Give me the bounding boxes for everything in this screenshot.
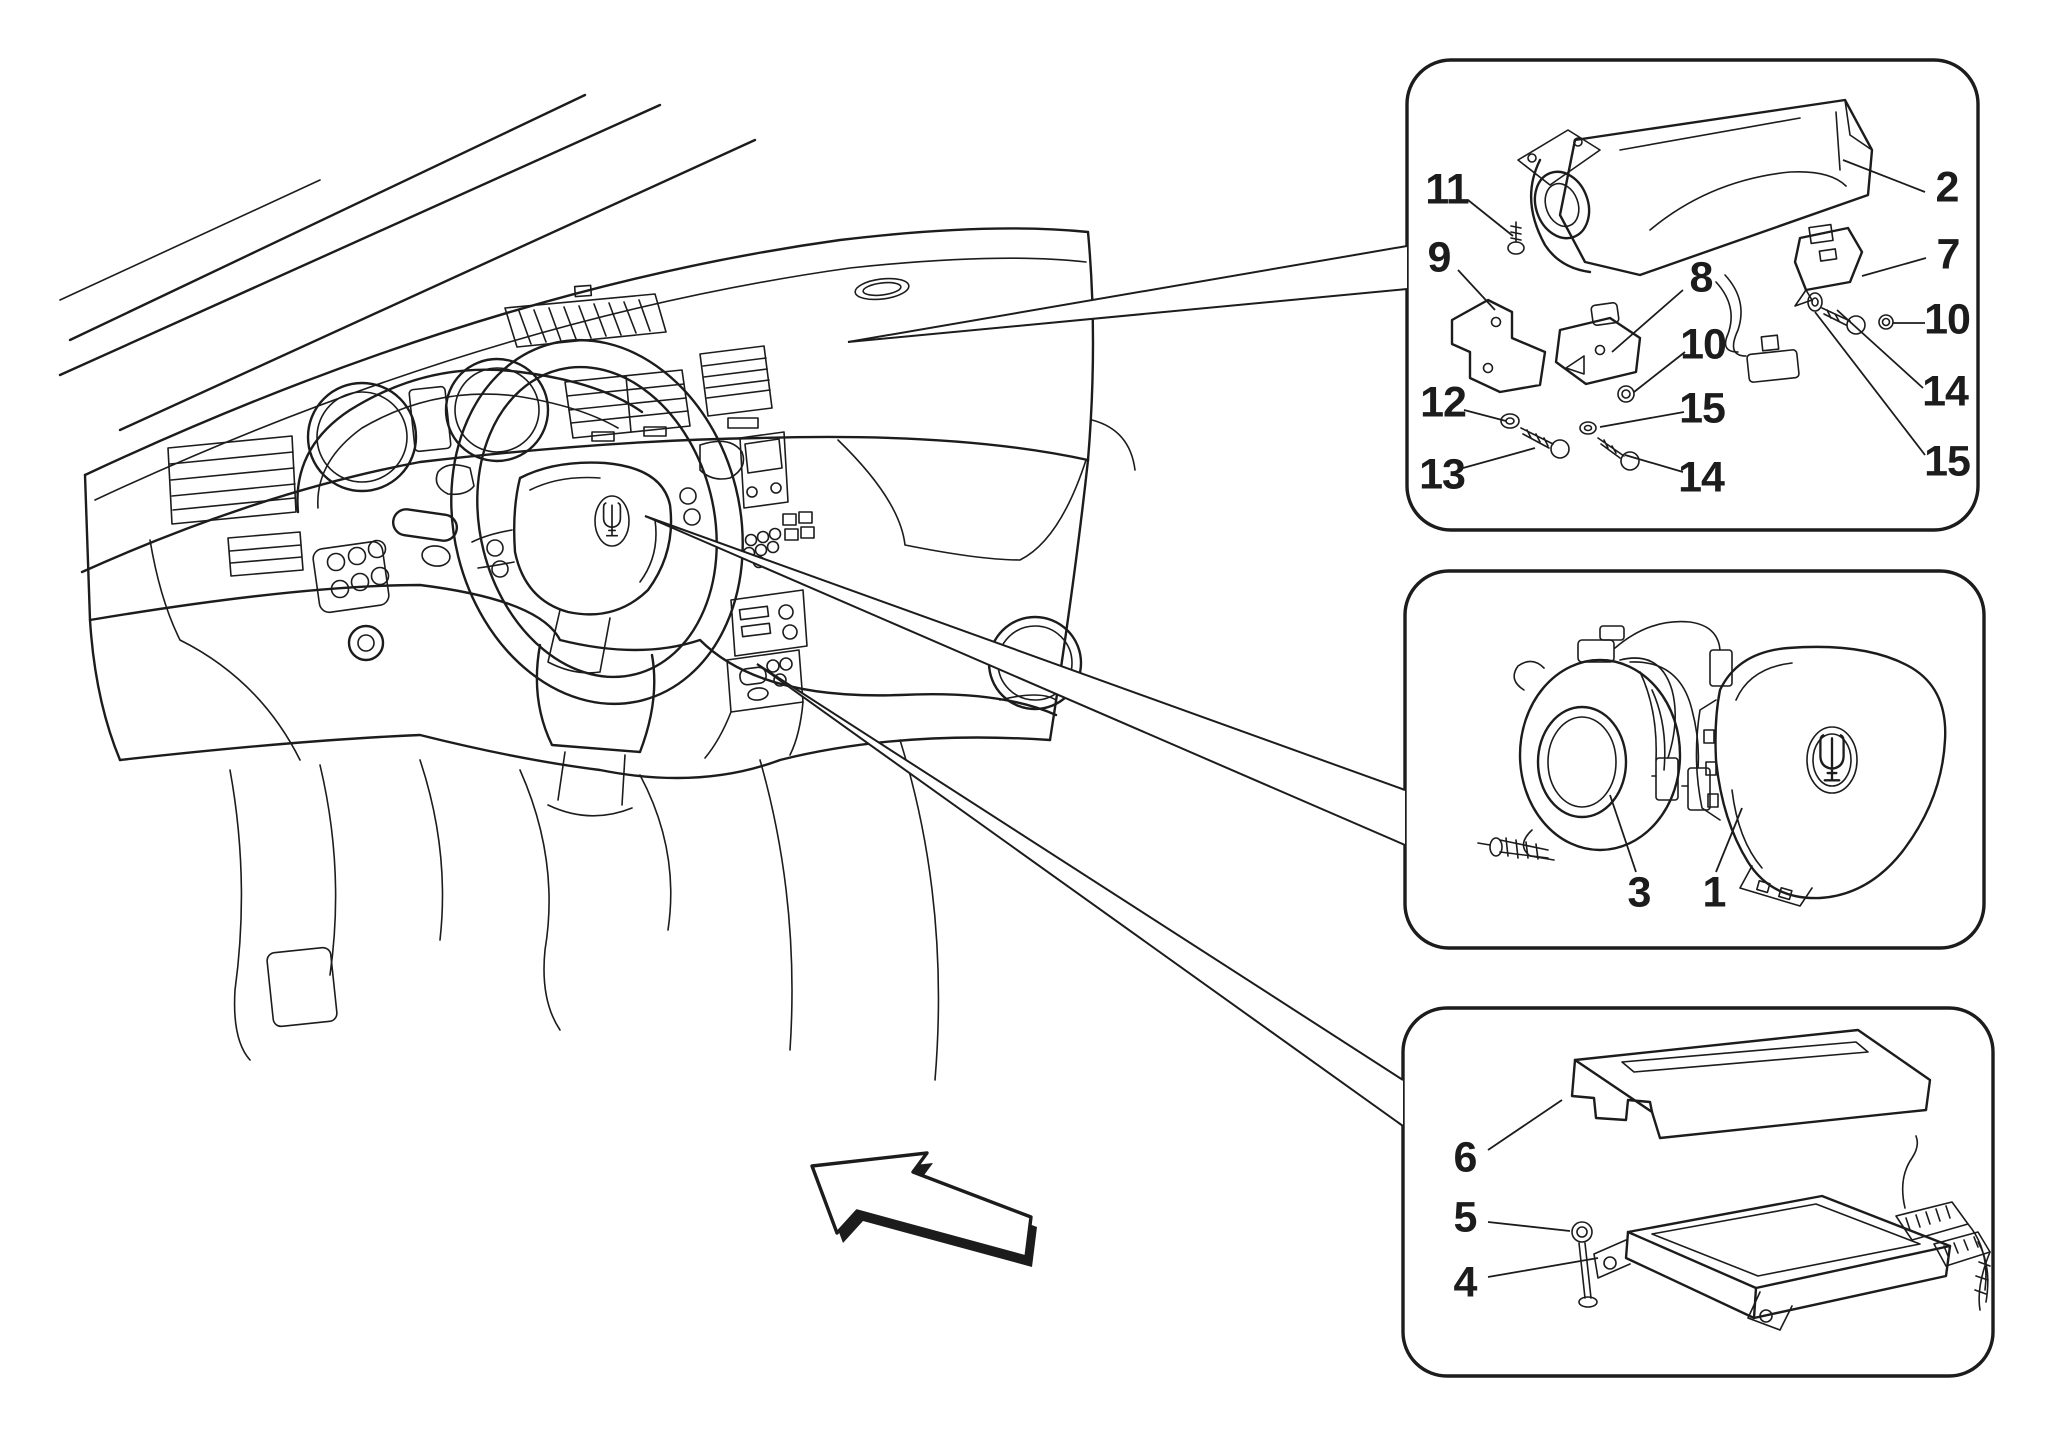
passenger-airbag-art — [1450, 98, 1927, 473]
glovebox-door — [837, 419, 1136, 711]
leader-wedges — [644, 245, 1408, 1127]
callout-11: 11 — [1425, 165, 1469, 214]
callout-5: 5 — [1453, 1193, 1478, 1242]
callout-8: 8 — [1689, 253, 1714, 302]
callout-9: 9 — [1427, 233, 1452, 282]
callout-1: 1 — [1702, 868, 1727, 917]
center-stack — [564, 369, 815, 759]
callout-7: 7 — [1936, 230, 1961, 279]
driver-airbag-art — [1477, 620, 1947, 907]
panel-driver-airbag — [1403, 569, 1986, 950]
callout-2: 2 — [1935, 163, 1960, 212]
defroster-grille — [504, 284, 667, 348]
dash-speaker-oval — [854, 277, 910, 301]
callout-14: 14 — [1678, 453, 1725, 502]
panel-ecu — [1401, 1006, 1995, 1378]
callout-6: 6 — [1453, 1133, 1478, 1182]
windshield-lines — [58, 93, 1090, 501]
callout-15: 15 — [1924, 437, 1971, 486]
arrow-left-3d-icon — [810, 1151, 1037, 1267]
callout-4: 4 — [1453, 1258, 1478, 1307]
callout-10: 10 — [1924, 295, 1971, 344]
dash-speaker-oval-inner — [862, 281, 902, 297]
callout-15: 15 — [1679, 384, 1726, 433]
dashboard-sketch — [58, 93, 1136, 1081]
callout-10: 10 — [1680, 320, 1727, 369]
passenger-side-vent — [699, 345, 773, 429]
instrument-cluster — [296, 357, 644, 514]
panel-passenger-airbag — [1405, 58, 1980, 532]
steering-wheel — [435, 338, 745, 706]
callout-3: 3 — [1627, 868, 1652, 917]
column-switches — [312, 508, 459, 662]
callout-14: 14 — [1922, 367, 1969, 416]
callout-13: 13 — [1419, 450, 1466, 499]
driver-side-vent — [167, 435, 304, 577]
lower-dash — [149, 539, 940, 1081]
callout-12: 12 — [1420, 378, 1467, 427]
ecu-art — [1487, 1028, 1991, 1331]
